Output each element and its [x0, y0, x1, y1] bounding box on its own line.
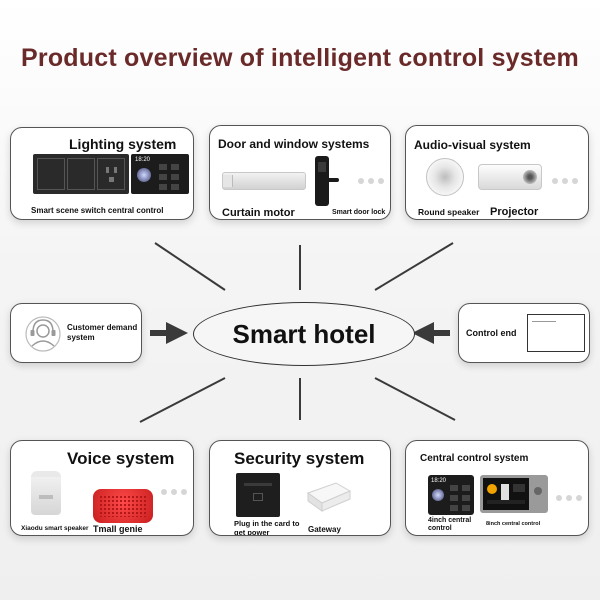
- card-door-window-systems[interactable]: Door and window systems Curtain motor Sm…: [209, 125, 391, 220]
- line-lighting: [154, 242, 226, 291]
- tmall-genie-icon: [93, 489, 153, 523]
- more-dots-icon: [556, 495, 582, 501]
- line-audio: [374, 242, 454, 291]
- arrow-left: [150, 322, 188, 344]
- curtain-label: Curtain motor: [222, 207, 295, 219]
- screen-time: 18:20: [135, 157, 151, 163]
- control-screen-icon: 18:20: [131, 154, 189, 194]
- lighting-title: Lighting system: [69, 136, 177, 152]
- control-end-label: Control end: [466, 328, 517, 338]
- tmall-label: Tmall genie: [93, 524, 143, 534]
- xiaodu-label: Xiaodu smart speaker: [21, 525, 89, 532]
- card-power-label: Plug in the card to get power: [234, 519, 300, 536]
- switch-panel-icon: [33, 154, 129, 194]
- central-4inch-icon: 18:20: [428, 475, 474, 515]
- central-4inch-label: 4inch central control: [428, 517, 472, 532]
- control-screen-icon: [527, 314, 585, 352]
- screen-time: 18:20: [431, 478, 447, 484]
- voice-title: Voice system: [67, 449, 175, 468]
- door-title: Door and window systems: [218, 137, 370, 151]
- central-8inch-label: 8inch central control: [486, 521, 541, 527]
- round-speaker-icon: [426, 158, 464, 196]
- card-control-end[interactable]: Control end: [458, 303, 590, 363]
- lighting-label: Smart scene switch central control: [31, 206, 164, 215]
- line-central: [374, 377, 456, 421]
- central-8inch-icon: [480, 475, 548, 513]
- door-lock-icon: [315, 156, 339, 206]
- customer-service-icon: [23, 314, 63, 354]
- line-voice: [139, 377, 226, 423]
- customer-label: Customer demand system: [67, 323, 138, 342]
- card-customer-demand-system[interactable]: Customer demand system: [10, 303, 142, 363]
- card-security-system[interactable]: Security system Plug in the card to get …: [209, 440, 391, 536]
- page-title: Product overview of intelligent control …: [21, 44, 579, 72]
- security-title: Security system: [234, 449, 365, 468]
- card-voice-system[interactable]: Voice system Xiaodu smart speaker Tmall …: [10, 440, 194, 536]
- projector-icon: [478, 164, 542, 190]
- gateway-icon: [304, 477, 352, 517]
- card-lighting-system[interactable]: Lighting system 18:20 Smart scene switch…: [10, 127, 194, 220]
- more-dots-icon: [552, 178, 578, 184]
- more-dots-icon: [358, 178, 384, 184]
- card-central-control-system[interactable]: Central control system 18:20 4inch centr…: [405, 440, 589, 536]
- projector-label: Projector: [490, 206, 539, 218]
- audio-title: Audio-visual system: [414, 138, 531, 152]
- card-audio-visual-system[interactable]: Audio-visual system Round speaker Projec…: [405, 125, 589, 220]
- gateway-label: Gateway: [308, 525, 341, 534]
- round-speaker-label: Round speaker: [418, 207, 480, 217]
- card-switch-icon: [236, 473, 280, 517]
- curtain-motor-icon: [222, 172, 306, 190]
- arrow-right: [412, 322, 450, 344]
- more-dots-icon: [161, 489, 187, 495]
- central-title: Central control system: [420, 453, 529, 464]
- smart-hotel-node: Smart hotel: [193, 302, 415, 366]
- door-lock-label: Smart door lock: [332, 209, 386, 216]
- xiaodu-speaker-icon: [31, 471, 61, 515]
